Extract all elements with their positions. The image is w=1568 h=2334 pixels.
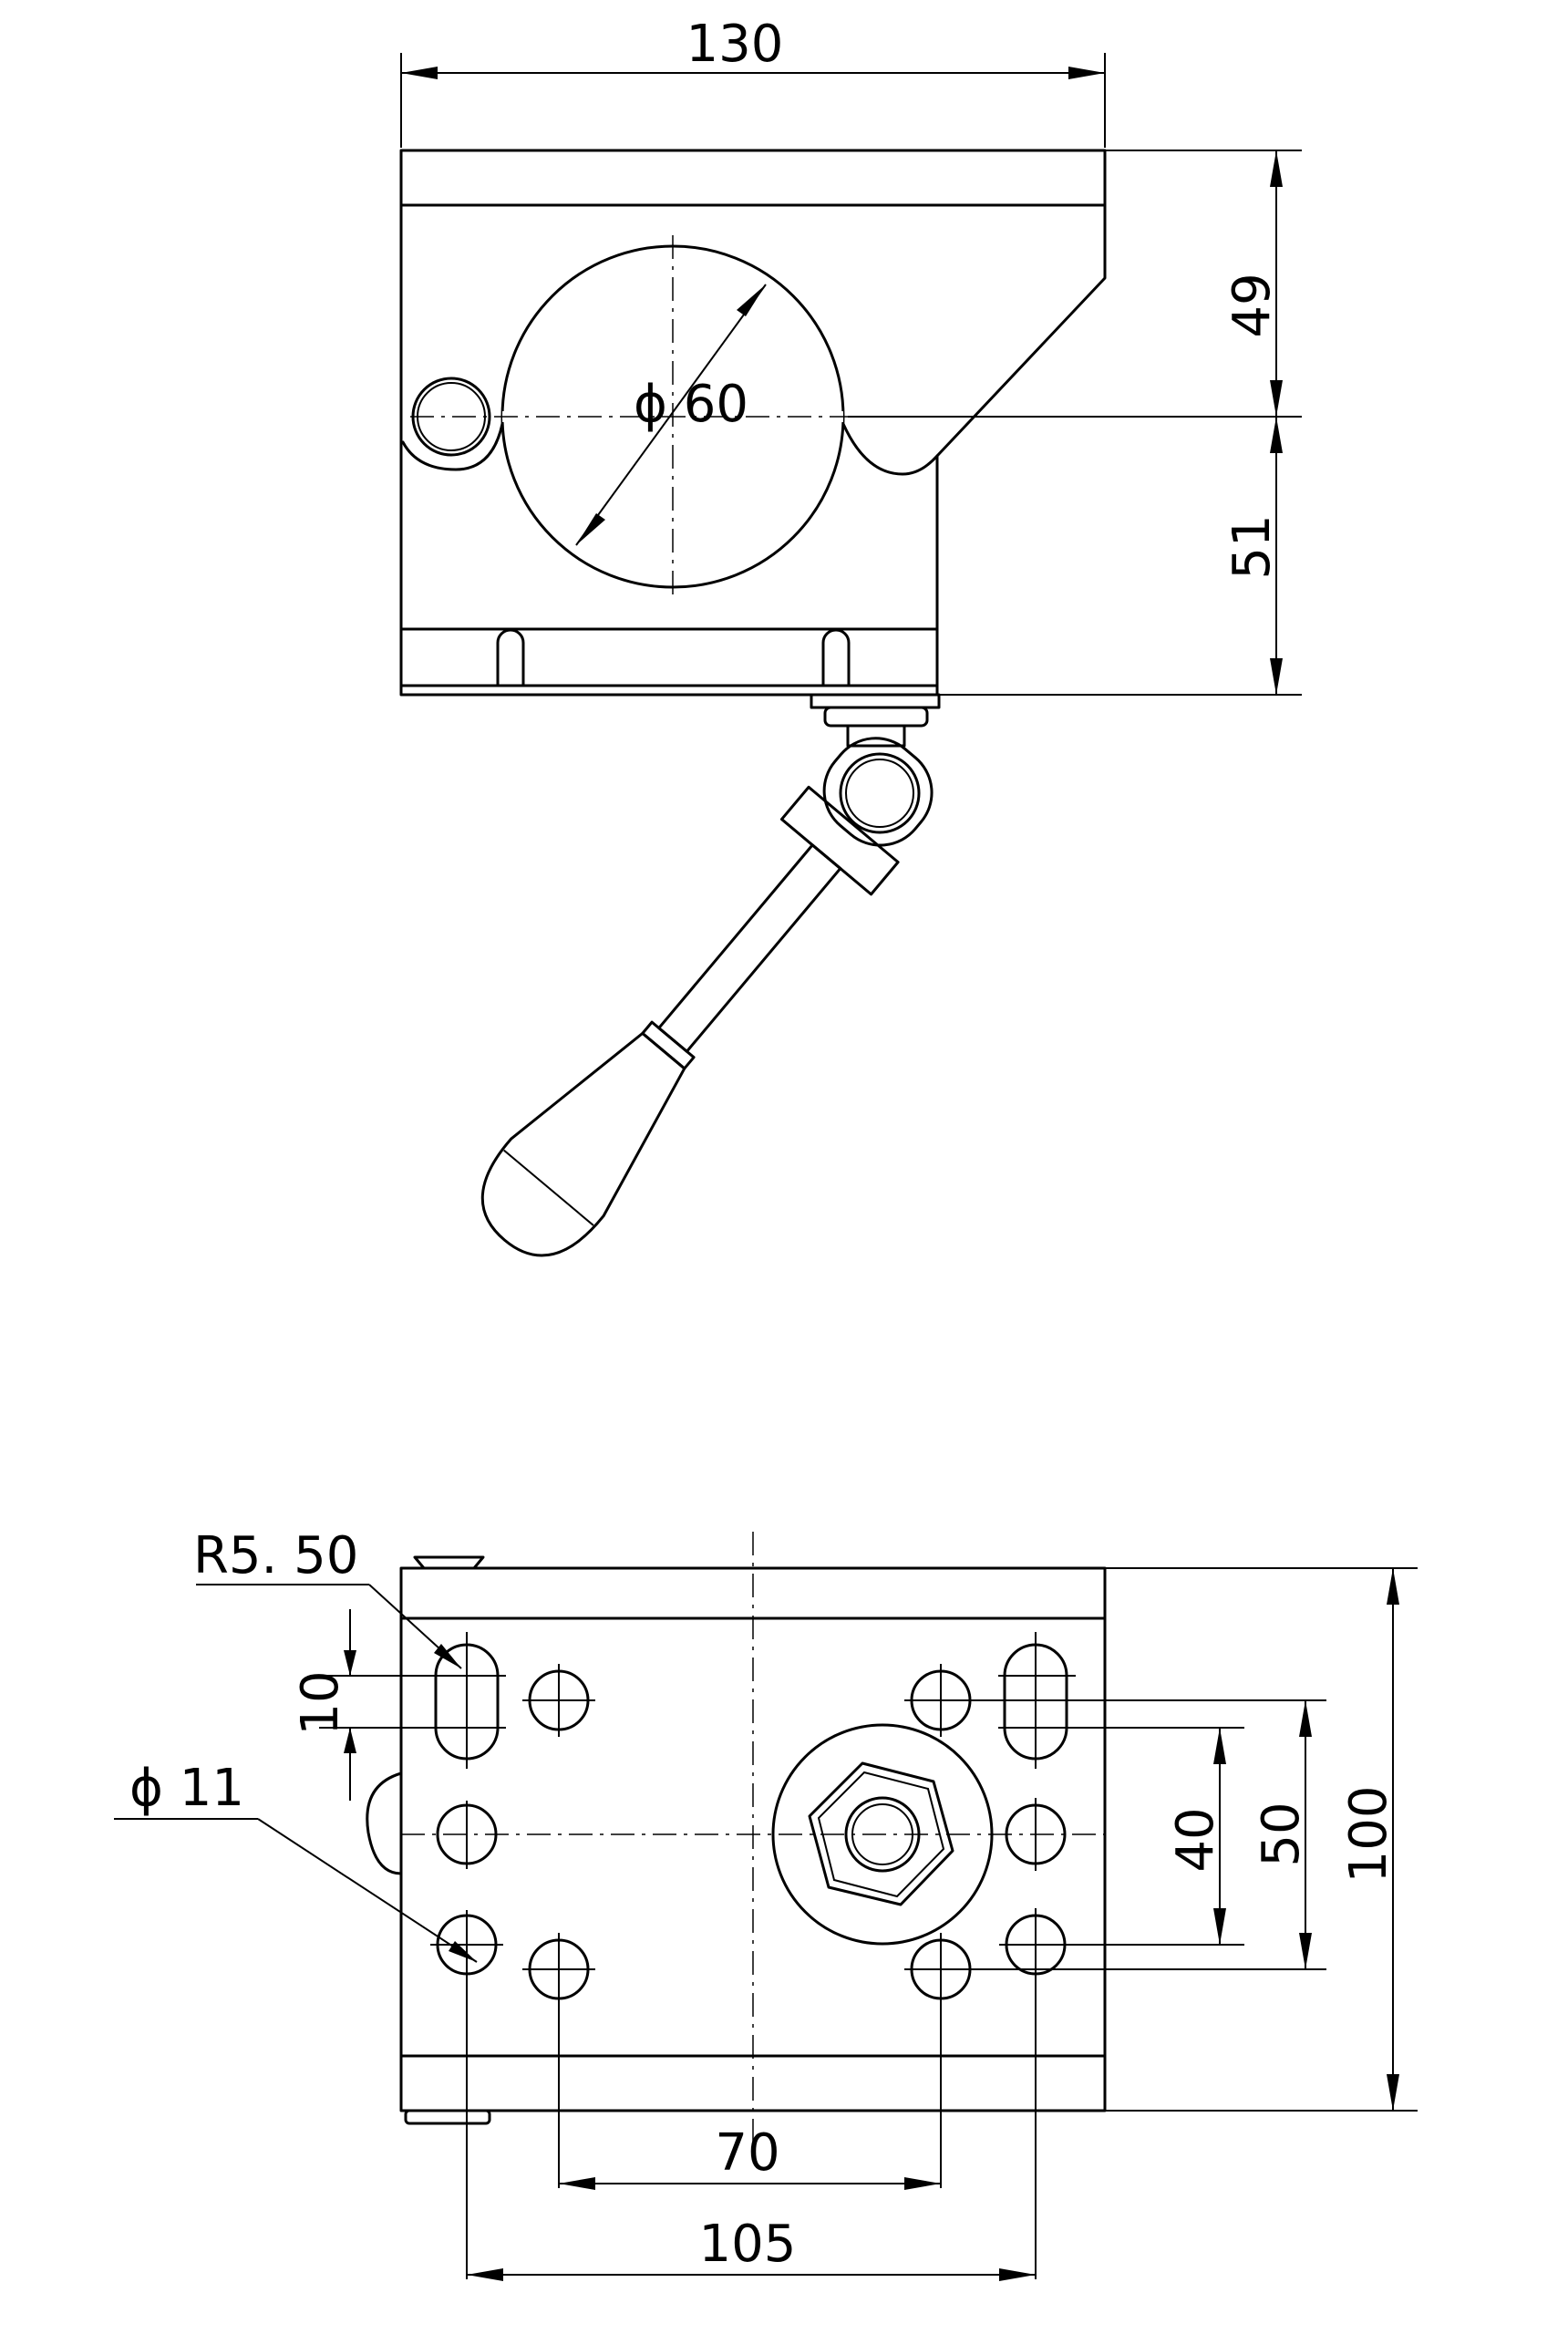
lever-collar [779, 785, 900, 896]
hex-bore-inner [851, 1803, 913, 1865]
left-bulge [366, 1771, 403, 1875]
base-height-arrow-top [1387, 1568, 1399, 1605]
spacing105-arrow-left [467, 2268, 503, 2281]
lower-height-label: 51 [1222, 514, 1282, 579]
lever-grip-ring [641, 1020, 696, 1070]
width-arrow-right [1068, 67, 1105, 79]
split-slot-left [401, 422, 504, 471]
lever-knuckle [822, 737, 934, 847]
slot-length-arrow-bottom [344, 1728, 356, 1753]
hex-nut-inner [817, 1771, 945, 1898]
lever-handle [480, 737, 934, 1257]
clamp-body-outline [399, 149, 1107, 697]
upper-height-arrow-bottom [1270, 380, 1283, 417]
spacing40-label: 40 [1166, 1807, 1225, 1872]
width-label: 130 [686, 15, 784, 74]
spacing70-arrow-left [559, 2177, 595, 2190]
bottom-foot [404, 2109, 491, 2125]
base-slot-right [821, 628, 851, 687]
slot-length-label: 10 [291, 1670, 350, 1735]
spacing50-arrow-bottom [1299, 1933, 1312, 1969]
base-height-arrow-bottom [1387, 2074, 1399, 2111]
split-slot-right [841, 422, 939, 476]
spacing105-arrow-right [999, 2268, 1036, 2281]
base-slot-left [496, 628, 525, 687]
lever-grip-line [503, 1149, 594, 1226]
top-tab [413, 1555, 485, 1570]
base-height-label: 100 [1339, 1786, 1398, 1884]
lower-height-arrow-bottom [1270, 658, 1283, 695]
bore-diameter-arrow-bottom [576, 513, 605, 545]
lever-shaft [657, 843, 842, 1053]
central-boss [771, 1723, 994, 1946]
bore-diameter-arrow-top [737, 284, 766, 316]
lever-pivot-outer [839, 752, 921, 834]
upper-height-arrow-top [1270, 150, 1283, 187]
stud-washer [810, 693, 941, 709]
lever-pivot-inner [845, 759, 914, 828]
hole-diameter-label: ϕ 11 [129, 1759, 244, 1818]
stud-shank [846, 724, 906, 748]
bore-diameter-leader [575, 284, 767, 546]
slot-radius-label: R5. 50 [193, 1526, 358, 1585]
spacing70-arrow-right [904, 2177, 941, 2190]
bore-diameter-label: ϕ 60 [634, 375, 748, 434]
spacing40-arrow-top [1213, 1728, 1226, 1764]
spacing50-label: 50 [1252, 1802, 1311, 1866]
hole-diameter-leader [257, 1818, 478, 1963]
bottom-view: R5. 50 10 ϕ 11 40 50 100 [114, 1526, 1418, 2281]
spacing105-label: 105 [699, 2215, 797, 2274]
stud-nut [823, 706, 929, 728]
hex-nut-outer [808, 1761, 954, 1906]
lower-height-arrow-top [1270, 417, 1283, 453]
width-arrow-left [401, 67, 438, 79]
lever-grip [480, 1031, 686, 1257]
spacing50-arrow-top [1299, 1700, 1312, 1737]
spacing70-label: 70 [715, 2123, 779, 2183]
upper-height-label: 49 [1222, 273, 1282, 337]
slot-length-arrow-top [344, 1650, 356, 1676]
top-view: ϕ 60 130 49 51 [399, 15, 1302, 1257]
spacing40-arrow-bottom [1213, 1908, 1226, 1945]
hex-bore-outer [844, 1796, 921, 1873]
hole-diameter-arrow [449, 1941, 477, 1962]
slot-radius-arrow [434, 1644, 461, 1668]
